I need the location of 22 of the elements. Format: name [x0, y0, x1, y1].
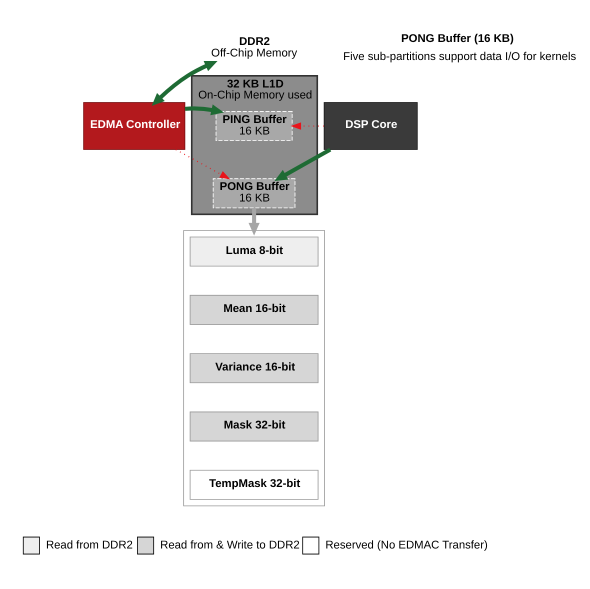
cluster [183, 230, 325, 506]
node-box: EDMA Controller [83, 102, 186, 150]
arrow [152, 60, 218, 106]
label: Five sub-partitions support data I/O for kernels [343, 50, 576, 63]
node-box: PING Buffer 16 KB [216, 111, 293, 142]
node-box: DSP Core [324, 102, 418, 150]
arrow [290, 122, 324, 130]
legend-label: Reserved (No EDMAC Transfer) [325, 540, 488, 552]
node-box: Variance 16-bit [190, 353, 318, 384]
node-box: Mask 32-bit [190, 412, 318, 442]
legend-label: Read from DDR2 [46, 540, 133, 552]
arrow [176, 149, 230, 180]
arrow [248, 208, 260, 236]
label: PONG Buffer (16 KB) [401, 32, 514, 45]
arrow [274, 148, 332, 181]
node-box: Luma 8-bit [190, 236, 318, 267]
node-text: DDR2 Off-Chip Memory [211, 36, 298, 60]
node-box: PONG Buffer 16 KB [212, 178, 296, 208]
node-box: TempMask 32-bit [190, 470, 318, 500]
node-box: Mean 16-bit [190, 294, 318, 325]
legend-label: Read from & Write to DDR2 [160, 540, 300, 552]
arrow [184, 104, 224, 116]
